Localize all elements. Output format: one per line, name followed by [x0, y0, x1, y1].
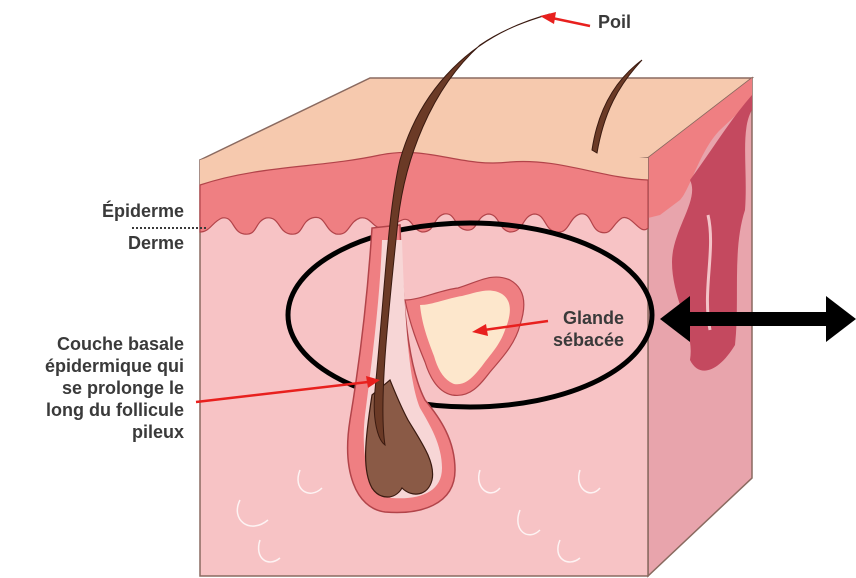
double-headed-arrow — [660, 296, 856, 342]
arrow-poil — [540, 12, 590, 26]
label-poil: Poil — [598, 11, 631, 33]
label-epiderme: Épiderme — [60, 200, 184, 222]
label-derme: Derme — [60, 232, 184, 254]
label-couche-basale-line5: pileux — [10, 421, 184, 443]
label-couche-basale-line4: long du follicule — [10, 399, 184, 421]
label-couche-basale-line2: épidermique qui — [10, 355, 184, 377]
label-couche-basale: Couche basale épidermique qui se prolong… — [10, 333, 184, 443]
label-couche-basale-line3: se prolonge le — [10, 377, 184, 399]
label-glande-line2: sébacée — [540, 329, 624, 351]
label-glande-sebacee: Glande sébacée — [540, 307, 624, 351]
label-glande-line1: Glande — [540, 307, 624, 329]
label-couche-basale-line1: Couche basale — [10, 333, 184, 355]
